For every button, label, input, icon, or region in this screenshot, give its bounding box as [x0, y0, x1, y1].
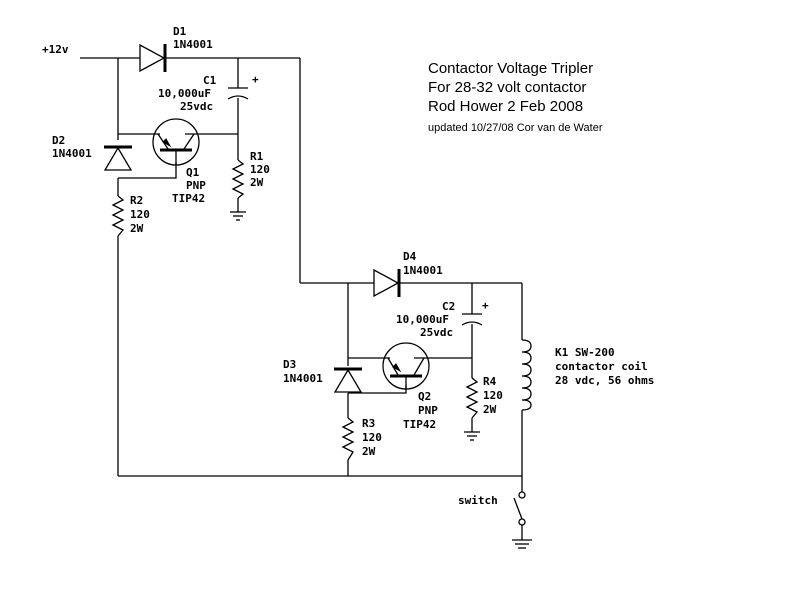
- stage2-wires: [118, 282, 523, 540]
- d4-part: 1N4001: [403, 264, 443, 277]
- d4-diode: [373, 268, 401, 298]
- d2-diode: [103, 145, 133, 171]
- d1-diode: [139, 43, 167, 73]
- r1-value: 120: [250, 163, 270, 176]
- d1-ref: D1: [173, 25, 187, 38]
- d1-part: 1N4001: [173, 38, 213, 51]
- c1-ref: C1: [203, 74, 217, 87]
- supply-label: +12v: [42, 43, 69, 56]
- q2-part: TIP42: [403, 418, 436, 431]
- r3-value: 120: [362, 431, 382, 444]
- title-line-3: Rod Hower 2 Feb 2008: [428, 98, 583, 115]
- q1-transistor: [152, 118, 200, 166]
- d4-ref: D4: [403, 250, 417, 263]
- d2-part: 1N4001: [52, 147, 92, 160]
- q1-type: PNP: [186, 179, 206, 192]
- r2-ref: R2: [130, 194, 143, 207]
- r2-resistor: [111, 195, 125, 237]
- title-line-2: For 28-32 volt contactor: [428, 79, 586, 96]
- c2-value: 10,000uF: [396, 313, 449, 326]
- r3-ref: R3: [362, 417, 375, 430]
- c2-polarity: +: [482, 299, 489, 312]
- r4-resistor: [464, 377, 480, 441]
- r3-rating: 2W: [362, 445, 376, 458]
- c1-capacitor: [227, 87, 249, 100]
- c2-capacitor: [461, 313, 483, 326]
- stage1-wires: [80, 57, 374, 476]
- q1-ref: Q1: [186, 166, 200, 179]
- d2-ref: D2: [52, 134, 65, 147]
- r2-rating: 2W: [130, 222, 144, 235]
- r3-resistor: [341, 417, 355, 461]
- k1-rating: 28 vdc, 56 ohms: [555, 374, 654, 387]
- d3-part: 1N4001: [283, 372, 323, 385]
- r2-value: 120: [130, 208, 150, 221]
- q1-part: TIP42: [172, 192, 205, 205]
- q2-transistor: [382, 342, 430, 390]
- q2-ref: Q2: [418, 390, 431, 403]
- k1-ref: K1 SW-200: [555, 346, 615, 359]
- switch-label: switch: [458, 494, 498, 507]
- r1-rating: 2W: [250, 176, 264, 189]
- r4-rating: 2W: [483, 403, 497, 416]
- c1-polarity: +: [252, 73, 259, 86]
- d3-diode: [333, 367, 363, 393]
- c1-value: 10,000uF: [158, 87, 211, 100]
- r4-ref: R4: [483, 375, 497, 388]
- c1-rating: 25vdc: [180, 100, 213, 113]
- c2-rating: 25vdc: [420, 326, 453, 339]
- k1-coil: [521, 339, 532, 411]
- r4-value: 120: [483, 389, 503, 402]
- r1-resistor: [230, 159, 246, 221]
- switch-symbol: [512, 491, 532, 549]
- c2-ref: C2: [442, 300, 455, 313]
- k1-desc: contactor coil: [555, 360, 648, 373]
- title-line-1: Contactor Voltage Tripler: [428, 60, 593, 77]
- r1-ref: R1: [250, 150, 264, 163]
- d3-ref: D3: [283, 358, 296, 371]
- title-line-4: updated 10/27/08 Cor van de Water: [428, 122, 603, 134]
- q2-type: PNP: [418, 404, 438, 417]
